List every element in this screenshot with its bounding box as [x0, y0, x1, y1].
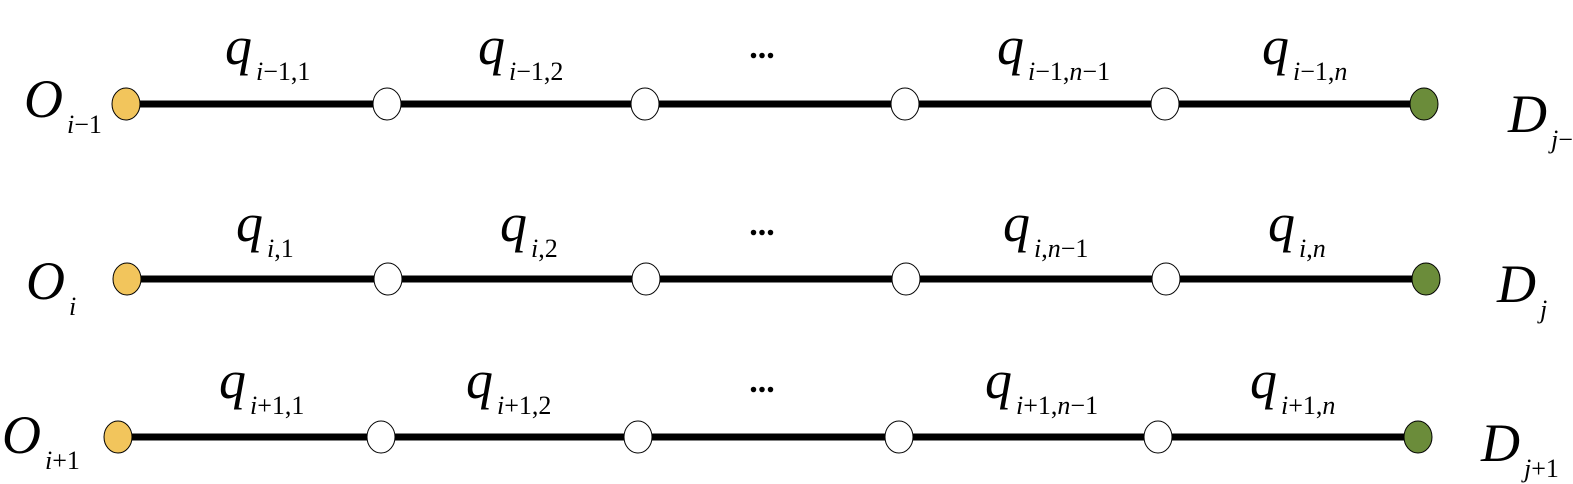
flow-label-subscript: i−1,2: [509, 57, 563, 86]
ellipsis-label: ...: [749, 206, 775, 243]
flow-label-subscript: i+1,2: [497, 391, 551, 420]
flow-label-subscript: i,2: [531, 234, 558, 263]
intermediate-node: [891, 262, 921, 296]
flow-label-letter: q: [1250, 350, 1277, 410]
flow-label-subscript: i,n: [1299, 234, 1326, 263]
flow-label-letter: q: [466, 350, 493, 410]
flow-label-letter: q: [219, 350, 246, 410]
flow-label-subscript: i−1,1: [256, 57, 310, 86]
ellipsis-label: ...: [749, 363, 775, 400]
route-row-1: Oi−1Dj−1qi−1,1qi−1,2...qi−1,n−1qi−1,n: [24, 16, 1573, 154]
intermediate-node: [1143, 420, 1173, 454]
flow-label-letter: q: [1262, 16, 1289, 76]
flow-label-letter: q: [997, 16, 1024, 76]
destination-label-subscript: j+1: [1521, 454, 1559, 483]
origin-label-letter: O: [2, 405, 41, 465]
intermediate-node: [372, 87, 402, 121]
destination-node: [1403, 420, 1433, 454]
intermediate-node: [373, 262, 403, 296]
intermediate-node: [890, 87, 920, 121]
flow-label-subscript: i+1,1: [250, 391, 304, 420]
intermediate-node: [1150, 87, 1180, 121]
ellipsis-label: ...: [749, 29, 775, 66]
flow-label-letter: q: [236, 193, 263, 253]
flow-label-letter: q: [478, 16, 505, 76]
intermediate-node: [366, 420, 396, 454]
origin-label-subscript: i: [69, 292, 76, 321]
intermediate-node: [630, 87, 660, 121]
intermediate-node: [631, 262, 661, 296]
flow-label-letter: q: [225, 16, 252, 76]
origin-label-letter: O: [24, 69, 63, 129]
flow-label-subscript: i−1,n: [1293, 57, 1347, 86]
flow-label-letter: q: [1268, 193, 1295, 253]
flow-label-subscript: i+1,n−1: [1016, 391, 1098, 420]
origin-label-letter: O: [26, 251, 65, 311]
flow-label-letter: q: [985, 350, 1012, 410]
intermediate-node: [623, 420, 653, 454]
origin-node: [103, 420, 133, 454]
flow-label-subscript: i−1,n−1: [1028, 57, 1110, 86]
destination-node: [1411, 262, 1441, 296]
rows-layer: Oi−1Dj−1qi−1,1qi−1,2...qi−1,n−1qi−1,nOiD…: [2, 16, 1573, 483]
destination-label-subscript: j: [1537, 295, 1547, 324]
flow-label-subscript: i+1,n: [1281, 391, 1335, 420]
destination-label: Dj−1: [1507, 84, 1573, 154]
destination-node: [1409, 87, 1439, 121]
flow-label-subscript: i,n−1: [1034, 234, 1088, 263]
destination-label-letter: D: [1496, 254, 1536, 314]
flow-label-subscript: i,1: [267, 234, 294, 263]
origin-node: [112, 262, 142, 296]
flow-label-letter: q: [500, 193, 527, 253]
destination-label-subscript: j−1: [1548, 125, 1573, 154]
intermediate-node: [1151, 262, 1181, 296]
origin-node: [111, 87, 141, 121]
origin-label-subscript: i+1: [45, 446, 80, 475]
destination-label-letter: D: [1507, 84, 1547, 144]
intermediate-node: [884, 420, 914, 454]
destination-label-letter: D: [1480, 413, 1520, 473]
origin-label-subscript: i−1: [67, 110, 102, 139]
flow-label-letter: q: [1003, 193, 1030, 253]
